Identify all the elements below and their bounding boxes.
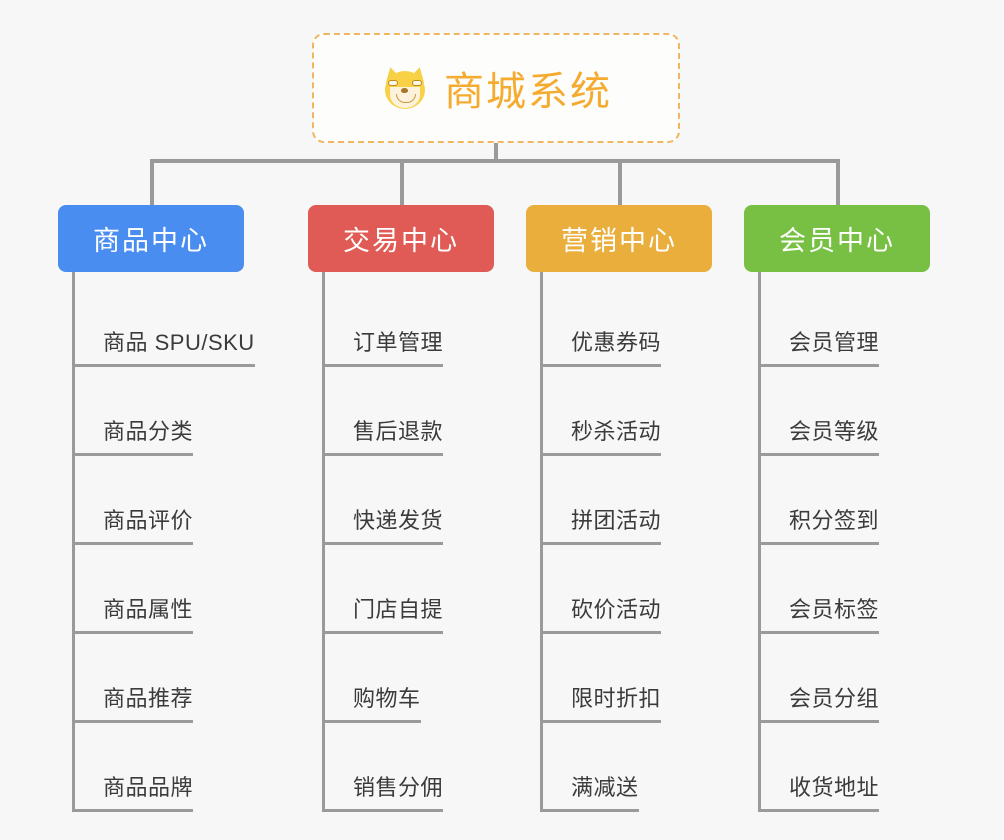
leaf-label: 商品属性 (75, 592, 194, 634)
leaf-label: 售后退款 (325, 414, 444, 456)
list-item[interactable]: 门店自提 (325, 545, 515, 634)
leaf-label: 销售分佣 (325, 770, 444, 812)
list-item[interactable]: 会员分组 (761, 634, 951, 723)
list-item[interactable]: 商品 SPU/SKU (75, 278, 265, 367)
root-node-mall-system[interactable]: 商城系统 (312, 33, 680, 143)
connector-horizontal-bus (150, 159, 840, 163)
branch-header-member-center[interactable]: 会员中心 (744, 205, 930, 272)
leaf-label: 商品分类 (75, 414, 194, 456)
list-item[interactable]: 拼团活动 (543, 456, 733, 545)
leaf-label: 会员分组 (761, 681, 880, 723)
leaf-label: 商品品牌 (75, 770, 194, 812)
list-item[interactable]: 会员管理 (761, 278, 951, 367)
leaf-label: 会员等级 (761, 414, 880, 456)
leaf-label: 会员标签 (761, 592, 880, 634)
list-item[interactable]: 会员等级 (761, 367, 951, 456)
branch-header-label: 商品中心 (93, 226, 209, 256)
connector-drop-3 (618, 159, 622, 205)
list-item[interactable]: 商品推荐 (75, 634, 265, 723)
list-item[interactable]: 订单管理 (325, 278, 515, 367)
branch-header-marketing-center[interactable]: 营销中心 (526, 205, 712, 272)
leaf-label: 秒杀活动 (543, 414, 662, 456)
branch-header-product-center[interactable]: 商品中心 (58, 205, 244, 272)
branch-body-trade-center: 订单管理 售后退款 快递发货 门店自提 购物车 销售分佣 (322, 272, 515, 812)
branch-header-label: 交易中心 (343, 226, 459, 256)
list-item[interactable]: 销售分佣 (325, 723, 515, 812)
leaf-label: 购物车 (325, 681, 421, 723)
list-item[interactable]: 满减送 (543, 723, 733, 812)
branch-body-marketing-center: 优惠券码 秒杀活动 拼团活动 砍价活动 限时折扣 满减送 (540, 272, 733, 812)
leaf-label: 积分签到 (761, 503, 880, 545)
branch-header-label: 营销中心 (561, 226, 677, 256)
leaf-label: 会员管理 (761, 325, 880, 367)
dog-face-icon (380, 63, 430, 113)
branch-header-label: 会员中心 (779, 226, 895, 256)
list-item[interactable]: 商品评价 (75, 456, 265, 545)
branch-header-trade-center[interactable]: 交易中心 (308, 205, 494, 272)
leaf-label: 收货地址 (761, 770, 880, 812)
connector-drop-2 (400, 159, 404, 205)
list-item[interactable]: 会员标签 (761, 545, 951, 634)
list-item[interactable]: 售后退款 (325, 367, 515, 456)
leaf-label: 订单管理 (325, 325, 444, 367)
list-item[interactable]: 购物车 (325, 634, 515, 723)
list-item[interactable]: 商品分类 (75, 367, 265, 456)
list-item[interactable]: 商品品牌 (75, 723, 265, 812)
list-item[interactable]: 砍价活动 (543, 545, 733, 634)
leaf-label: 砍价活动 (543, 592, 662, 634)
branch-trade-center: 交易中心 订单管理 售后退款 快递发货 门店自提 购物车 (308, 205, 528, 812)
list-item[interactable]: 秒杀活动 (543, 367, 733, 456)
list-item[interactable]: 收货地址 (761, 723, 951, 812)
branch-product-center: 商品中心 商品 SPU/SKU 商品分类 商品评价 商品属性 商品推荐 (58, 205, 278, 812)
list-item[interactable]: 快递发货 (325, 456, 515, 545)
list-item[interactable]: 优惠券码 (543, 278, 733, 367)
root-node-label: 商城系统 (444, 70, 612, 114)
branch-body-product-center: 商品 SPU/SKU 商品分类 商品评价 商品属性 商品推荐 商品品牌 (72, 272, 265, 812)
connector-drop-1 (150, 159, 154, 205)
leaf-label: 满减送 (543, 770, 639, 812)
leaf-label: 商品推荐 (75, 681, 194, 723)
list-item[interactable]: 商品属性 (75, 545, 265, 634)
leaf-label: 商品评价 (75, 503, 194, 545)
connector-root-stem (494, 143, 498, 163)
list-item[interactable]: 积分签到 (761, 456, 951, 545)
leaf-label: 拼团活动 (543, 503, 662, 545)
list-item[interactable]: 限时折扣 (543, 634, 733, 723)
leaf-label: 商品 SPU/SKU (75, 325, 255, 367)
branch-member-center: 会员中心 会员管理 会员等级 积分签到 会员标签 会员分组 (744, 205, 964, 812)
branch-marketing-center: 营销中心 优惠券码 秒杀活动 拼团活动 砍价活动 限时折扣 (526, 205, 746, 812)
branch-body-member-center: 会员管理 会员等级 积分签到 会员标签 会员分组 收货地址 (758, 272, 951, 812)
leaf-label: 限时折扣 (543, 681, 662, 723)
leaf-label: 优惠券码 (543, 325, 662, 367)
leaf-label: 快递发货 (325, 503, 444, 545)
connector-drop-4 (836, 159, 840, 205)
leaf-label: 门店自提 (325, 592, 444, 634)
